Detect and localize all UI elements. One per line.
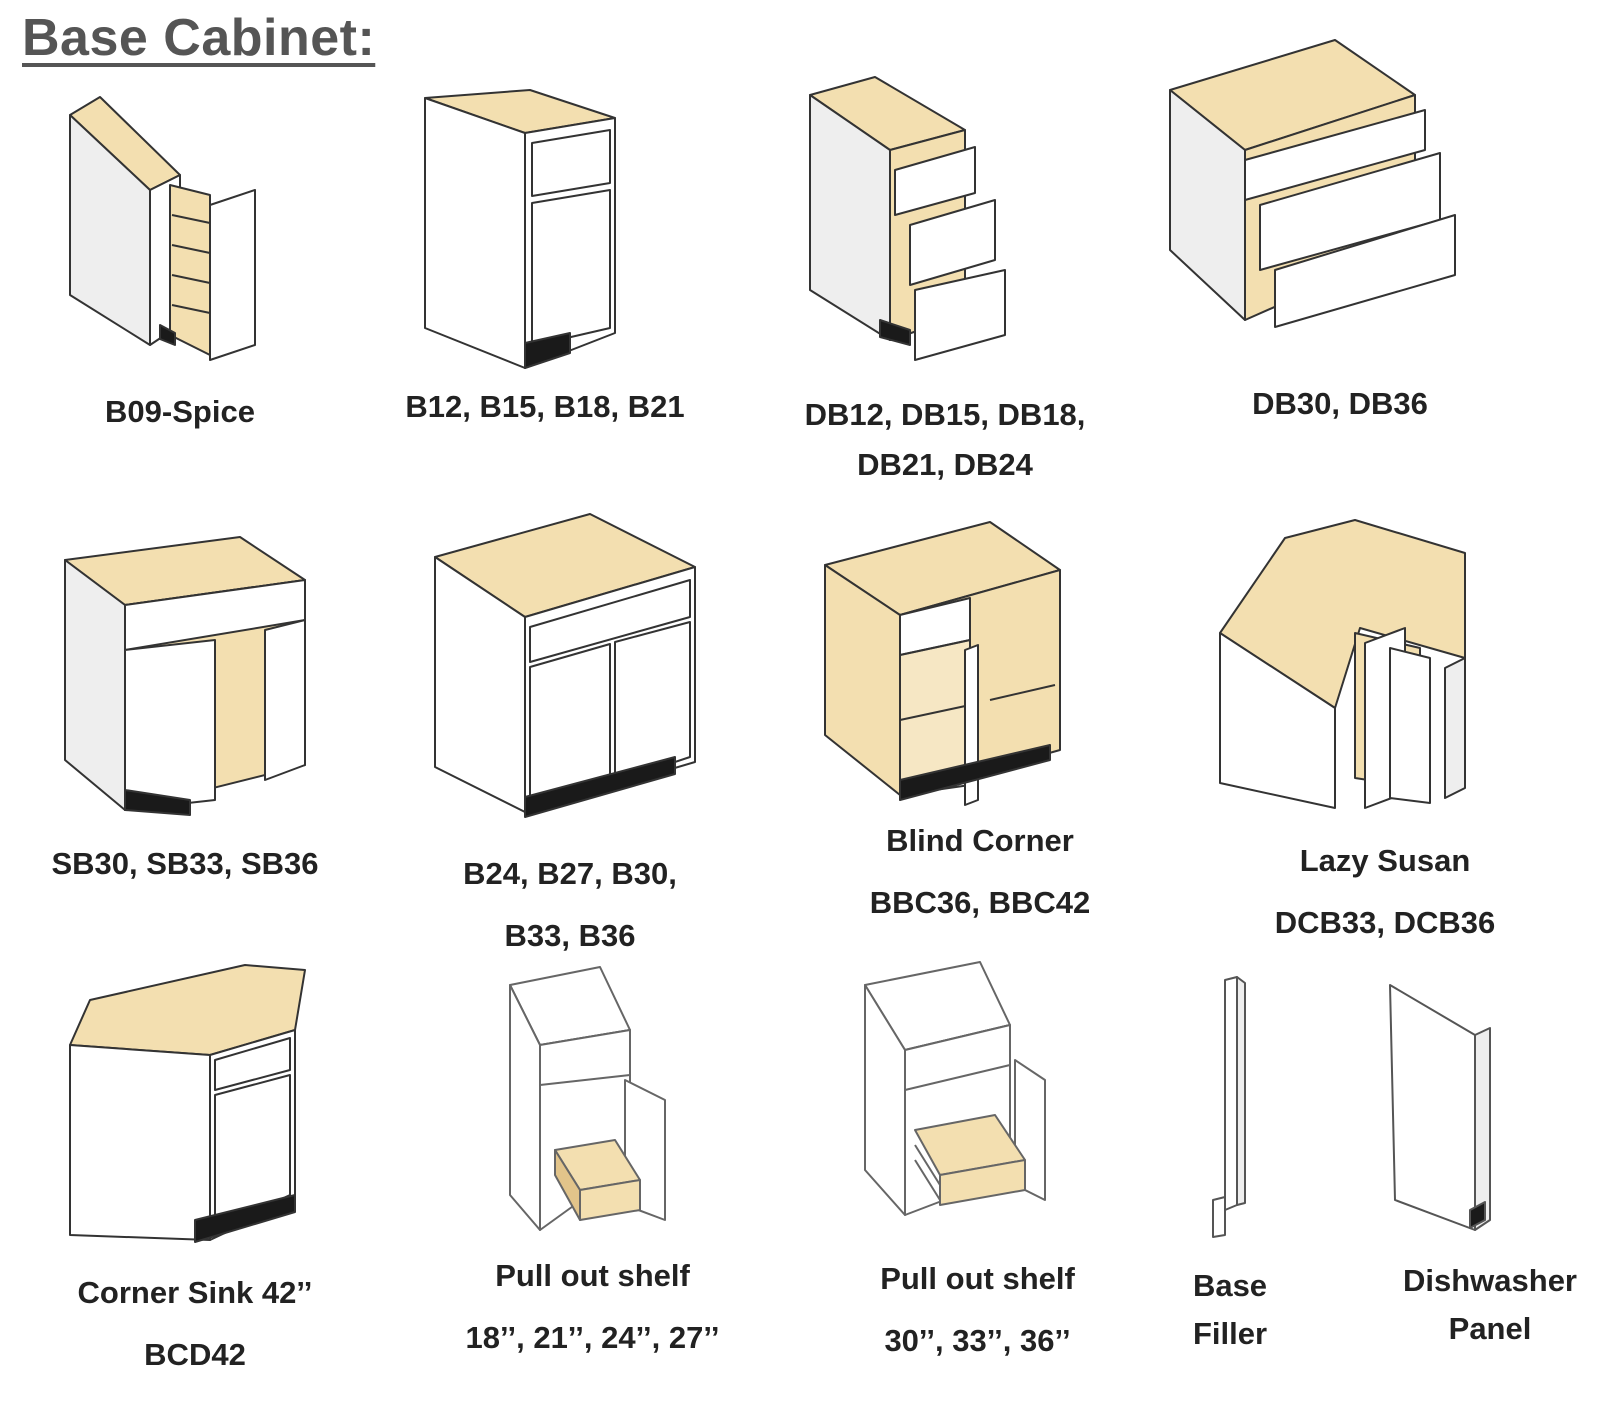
caption-pull-out-small: Pull out shelf 18’’, 21’’, 24’’, 27’’ xyxy=(425,1245,760,1369)
pull-out-shelf-large-icon xyxy=(860,960,1060,1240)
caption-line: Pull out shelf xyxy=(495,1258,690,1293)
blind-corner-cabinet-icon xyxy=(820,520,1080,810)
caption-line: Dishwasher xyxy=(1402,1263,1577,1298)
pull-out-shelf-small-icon xyxy=(500,965,680,1245)
caption-line: Base xyxy=(1192,1268,1268,1303)
caption-line: Lazy Susan xyxy=(1299,843,1471,878)
caption-base-filler: Base Filler xyxy=(1165,1262,1295,1358)
caption-pull-out-large: Pull out shelf 30’’, 33’’, 36’’ xyxy=(830,1248,1125,1372)
caption-line: 18’’, 21’’, 24’’, 27’’ xyxy=(465,1320,720,1355)
three-drawer-cabinet-icon xyxy=(800,75,1020,375)
caption-b12-b21: B12, B15, B18, B21 xyxy=(380,388,710,425)
caption-line: 30’’, 33’’, 36’’ xyxy=(884,1323,1071,1358)
caption-line: Filler xyxy=(1192,1316,1268,1352)
caption-db30-db36: DB30, DB36 xyxy=(1200,385,1480,422)
single-door-cabinet-icon xyxy=(420,88,640,378)
caption-line: Pull out shelf xyxy=(880,1261,1075,1296)
base-filler-icon xyxy=(1205,975,1265,1245)
caption-line: DCB33, DCB36 xyxy=(1274,905,1496,940)
corner-sink-cabinet-icon xyxy=(65,960,315,1250)
caption-line: DB12, DB15, DB18, xyxy=(804,397,1086,432)
caption-line: BBC36, BBC42 xyxy=(869,885,1091,920)
caption-line: Panel xyxy=(1448,1311,1532,1347)
dishwasher-panel-icon xyxy=(1385,980,1505,1240)
caption-b09-spice: B09-Spice xyxy=(60,393,300,430)
caption-line: SB30, SB33, SB36 xyxy=(51,846,319,881)
caption-line: DB21, DB24 xyxy=(857,446,1033,482)
page-title: Base Cabinet: xyxy=(22,9,376,67)
caption-b24-b36: B24, B27, B30, B33, B36 xyxy=(420,843,720,967)
caption-dishwasher-panel: Dishwasher Panel xyxy=(1385,1257,1595,1353)
sink-base-cabinet-icon xyxy=(60,535,320,825)
caption-line: B09-Spice xyxy=(105,394,255,429)
spice-cabinet-icon xyxy=(60,95,280,375)
caption-line: Blind Corner xyxy=(886,823,1074,858)
wide-drawer-cabinet-icon xyxy=(1165,35,1465,335)
caption-blind-corner: Blind Corner BBC36, BBC42 xyxy=(835,810,1125,934)
caption-line: B33, B36 xyxy=(504,918,636,953)
caption-line: BCD42 xyxy=(144,1337,246,1372)
double-door-cabinet-icon xyxy=(430,512,710,822)
caption-sb30-sb36: SB30, SB33, SB36 xyxy=(25,845,345,882)
caption-corner-sink: Corner Sink 42’’ BCD42 xyxy=(45,1262,345,1386)
caption-line: B24, B27, B30, xyxy=(463,856,677,891)
caption-line: B12, B15, B18, B21 xyxy=(405,389,685,424)
caption-line: DB30, DB36 xyxy=(1252,386,1428,421)
caption-db12-db24: DB12, DB15, DB18, DB21, DB24 xyxy=(775,390,1115,489)
lazy-susan-cabinet-icon xyxy=(1215,518,1485,818)
caption-line: Corner Sink 42’’ xyxy=(77,1275,313,1310)
caption-lazy-susan: Lazy Susan DCB33, DCB36 xyxy=(1235,830,1535,954)
